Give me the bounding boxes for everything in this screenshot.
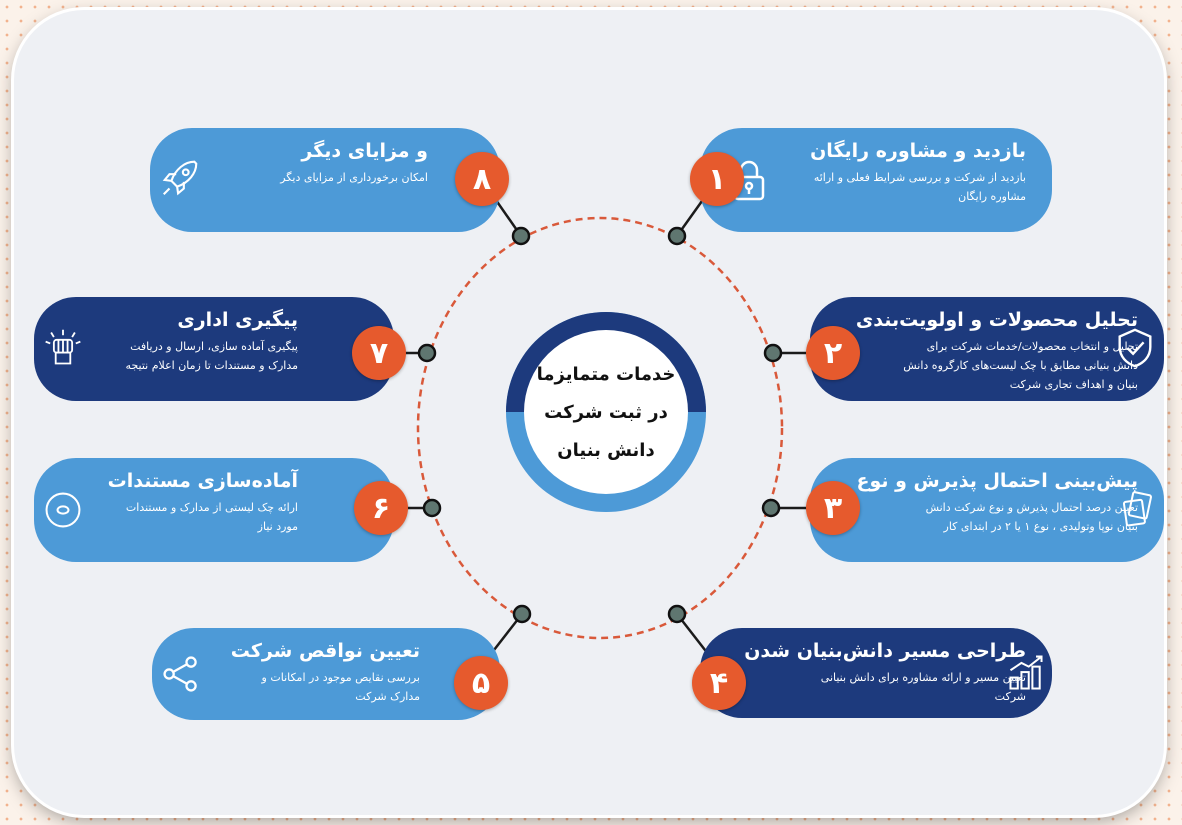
- badge-8: ۸: [455, 152, 509, 206]
- connector-node-5: [512, 604, 532, 624]
- badge-5: ۵: [454, 656, 508, 710]
- service-desc-8: امکان برخورداری از مزایای دیگر: [280, 171, 428, 184]
- service-desc-5: بررسی نقایص موجود در امکانات و مدارک شرک…: [261, 671, 420, 703]
- service-title-6: آماده‌سازی مستندات: [107, 470, 298, 492]
- shield-check-icon: [1118, 328, 1152, 368]
- growth-chart-icon: [1009, 655, 1043, 690]
- connector-node-3: [761, 498, 781, 518]
- connector-node-8: [511, 226, 531, 246]
- service-desc-4: تعیین مسیر و ارائه مشاوره برای دانش بنیا…: [820, 671, 1026, 703]
- fist-icon: [45, 329, 81, 365]
- service-box-4: طراحی مسیر دانش‌بنیان شدن تعیین مسیر و ا…: [700, 628, 1052, 718]
- center-title-line1: خدمات متمایزما: [536, 364, 676, 385]
- service-desc-3: تعیین درصد احتمال پذیرش و نوع شرکت دانش …: [925, 501, 1138, 533]
- service-box-1: بازدید و مشاوره رایگان بازدید از شرکت و …: [700, 128, 1052, 232]
- service-title-8: و مزایای دیگر: [301, 140, 428, 162]
- service-box-3: پیش‌بینی احتمال پذیرش و نوع تعیین درصد ا…: [810, 458, 1164, 562]
- rocket-icon: [162, 160, 198, 196]
- center-title: خدمات متمایزما در ثبت شرکت دانش بنیان: [500, 356, 712, 470]
- service-title-4: طراحی مسیر دانش‌بنیان شدن: [744, 640, 1026, 662]
- service-desc-2: تحلیل و انتخاب محصولات/خدمات شرکت برای د…: [903, 340, 1138, 391]
- connector-node-1: [667, 226, 687, 246]
- service-title-5: تعیین نواقص شرکت: [230, 640, 420, 662]
- badge-4: ۴: [692, 656, 746, 710]
- connector-node-2: [763, 343, 783, 363]
- badge-6: ۶: [354, 481, 408, 535]
- clock-icon: [45, 492, 81, 528]
- service-title-3: پیش‌بینی احتمال پذیرش و نوع: [856, 470, 1138, 492]
- badge-2: ۲: [806, 326, 860, 380]
- dashed-orbit: [416, 216, 784, 640]
- service-title-2: تحلیل محصولات و اولویت‌بندی: [855, 309, 1138, 331]
- connector-node-6: [422, 498, 442, 518]
- documents-icon: [1122, 491, 1152, 527]
- center-title-line3: دانش بنیان: [557, 440, 655, 461]
- service-box-2: تحلیل محصولات و اولویت‌بندی تحلیل و انتخ…: [810, 297, 1164, 401]
- service-desc-6: ارائه چک لیستی از مدارک و مستندات مورد ن…: [125, 501, 298, 533]
- connector-node-7: [417, 343, 437, 363]
- service-title-7: پیگیری اداری: [177, 309, 298, 331]
- service-box-5: تعیین نواقص شرکت بررسی نقایص موجود در ام…: [152, 628, 500, 720]
- badge-3: ۳: [806, 481, 860, 535]
- service-title-1: بازدید و مشاوره رایگان: [810, 140, 1026, 162]
- badge-7: ۷: [352, 326, 406, 380]
- connector-node-4: [667, 604, 687, 624]
- service-box-7: پیگیری اداری پیگیری آماده سازی، ارسال و …: [34, 297, 394, 401]
- share-icon: [163, 656, 197, 692]
- service-box-6: آماده‌سازی مستندات ارائه چک لیستی از مدا…: [34, 458, 394, 562]
- center-ring: [506, 312, 706, 512]
- service-desc-7: پیگیری آماده سازی، ارسال و دریافت مدارک …: [125, 340, 298, 372]
- badge-1: ۱: [690, 152, 744, 206]
- service-desc-1: بازدید از شرکت و بررسی شرایط فعلی و ارائ…: [813, 171, 1026, 203]
- service-box-8: و مزایای دیگر امکان برخورداری از مزایای …: [150, 128, 500, 232]
- center-title-line2: در ثبت شرکت: [544, 402, 668, 423]
